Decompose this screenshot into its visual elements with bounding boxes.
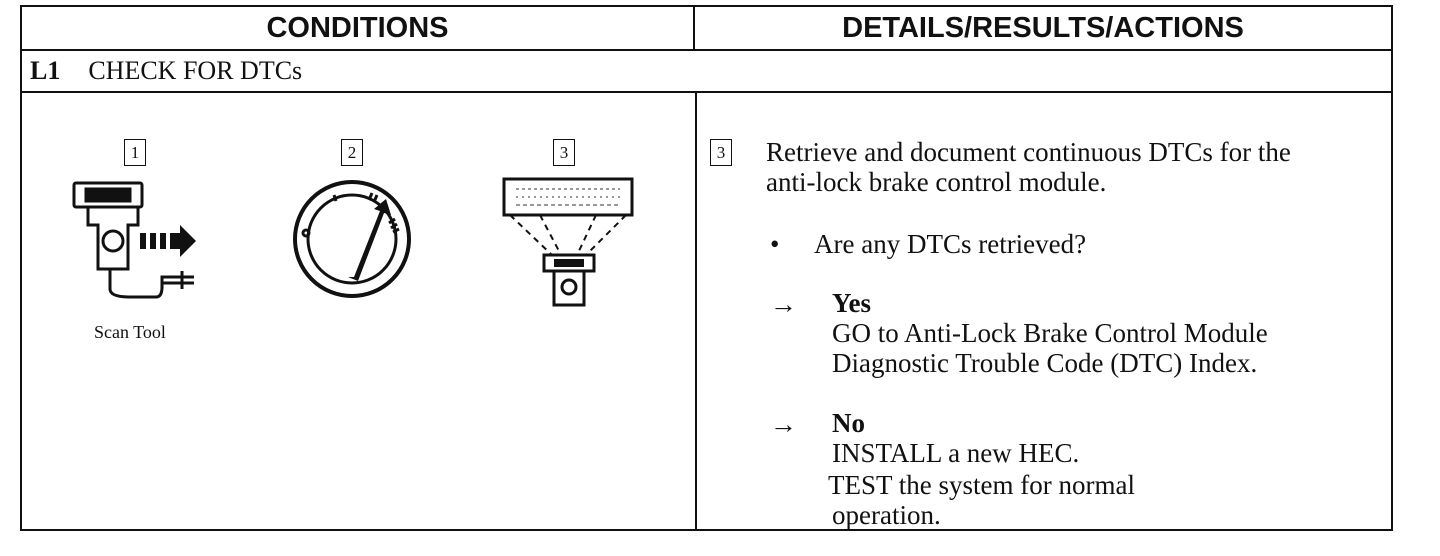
no-line-3: operation.	[832, 500, 941, 530]
scan-tool-caption: Scan Tool	[94, 322, 166, 342]
no-line-1: INSTALL a new HEC.	[832, 438, 1080, 468]
scan-tool-display-icon	[502, 177, 634, 307]
question: Are any DTCs retrieved?	[814, 229, 1087, 259]
header-divider	[22, 49, 1391, 51]
column-divider	[695, 93, 697, 529]
no-label: No	[832, 408, 865, 438]
ignition-switch-icon	[293, 180, 411, 298]
condition-label-3: 3	[553, 139, 575, 166]
action-step-label: 3	[710, 139, 732, 166]
yes-line-1: GO to Anti-Lock Brake Control Module	[832, 318, 1268, 348]
conditions-header: CONDITIONS	[22, 7, 695, 49]
instruction-line-2: anti-lock brake control module.	[766, 167, 1107, 197]
yes-label: Yes	[832, 288, 871, 318]
no-line-2: TEST the system for normal	[828, 470, 1135, 500]
details-header: DETAILS/RESULTS/ACTIONS	[842, 11, 1244, 44]
scan-tool-connect-icon	[72, 181, 196, 299]
diagnostic-table: CONDITIONS DETAILS/RESULTS/ACTIONS L1 CH…	[20, 5, 1393, 531]
step-title-row: L1 CHECK FOR DTCs	[22, 51, 1391, 93]
step-title: CHECK FOR DTCs	[88, 56, 303, 85]
step-number: L1	[30, 56, 61, 85]
instruction-line-1: Retrieve and document continuous DTCs fo…	[766, 137, 1291, 167]
yes-arrow: →	[770, 289, 797, 319]
condition-label-1: 1	[124, 139, 146, 166]
condition-label-2: 2	[341, 139, 363, 166]
bullet: •	[770, 229, 780, 259]
yes-line-2: Diagnostic Trouble Code (DTC) Index.	[832, 348, 1258, 378]
no-arrow: →	[770, 409, 797, 439]
